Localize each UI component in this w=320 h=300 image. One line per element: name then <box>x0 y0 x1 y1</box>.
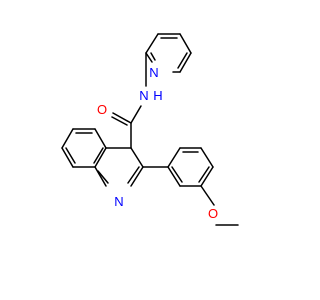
bond <box>94 128 107 149</box>
bond <box>93 147 104 164</box>
atom-label-oxygen-methoxy: O <box>208 206 218 221</box>
bond <box>200 185 215 206</box>
bond <box>130 166 144 187</box>
bond <box>167 166 181 187</box>
atom-label-oxygen-carbonyl: O <box>97 102 107 117</box>
bond <box>94 147 107 168</box>
atom-label-hydrogen-amide: H <box>153 88 162 103</box>
bond <box>97 170 109 184</box>
bond <box>111 116 128 126</box>
bond <box>198 166 210 183</box>
bond <box>179 33 192 54</box>
bond <box>130 147 144 168</box>
atom-label-nitrogen-amide: N <box>139 88 148 103</box>
bonds <box>61 33 239 226</box>
bond <box>150 52 156 61</box>
bond <box>61 147 74 168</box>
bond <box>145 33 159 54</box>
bond <box>167 147 181 168</box>
bond <box>127 166 140 184</box>
bond <box>179 52 192 73</box>
canvas-background <box>0 0 300 300</box>
atom-label-nitrogen-pyridine: N <box>149 65 158 80</box>
bond <box>61 128 74 149</box>
bond <box>200 147 214 168</box>
atom-label-nitrogen-quinoline: N <box>114 194 123 209</box>
bond <box>200 166 214 187</box>
bond <box>171 166 183 183</box>
chemical-structure-diagram: O N H N N O <box>0 0 300 300</box>
bond <box>94 166 107 187</box>
bond <box>177 52 188 69</box>
atom-labels: O N H N N O <box>97 65 218 221</box>
bond <box>145 52 153 63</box>
bond <box>65 147 76 164</box>
bond <box>130 105 142 124</box>
bond <box>112 112 132 124</box>
